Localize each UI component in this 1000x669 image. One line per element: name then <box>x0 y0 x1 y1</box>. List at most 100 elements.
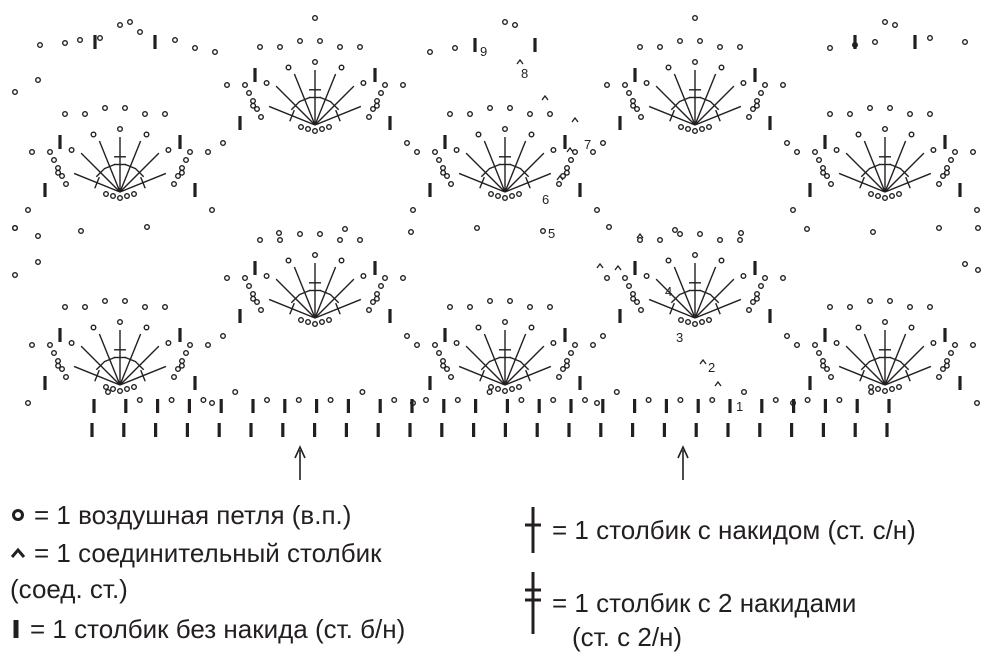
chain-stitch <box>141 304 148 311</box>
stitch-crossbar <box>479 369 485 382</box>
slip-stitch <box>614 264 622 271</box>
stitch-crossbar <box>709 100 720 111</box>
chain-stitch <box>410 206 417 213</box>
chain-stitch <box>414 342 421 349</box>
stitch-crossbar <box>103 163 116 170</box>
chain-stitch <box>467 110 474 117</box>
chain-stitch <box>936 374 943 381</box>
chain-stitch <box>699 125 706 132</box>
stitch-crossbar <box>124 356 137 363</box>
chain-stitch <box>622 275 629 282</box>
chain-stitch <box>337 44 344 51</box>
stitch-crossbar <box>860 167 871 178</box>
legend-slip-stitch-label-cont: (соед. ст.) <box>10 574 128 604</box>
bar-icon <box>13 620 19 638</box>
chain-stitch <box>820 164 827 171</box>
shell-motif <box>219 230 411 340</box>
chain-stitch <box>432 342 439 349</box>
chain-stitch <box>219 139 226 146</box>
stitch-crossbar <box>669 302 675 315</box>
chain-stitch <box>600 333 607 340</box>
chain-stitch <box>297 38 304 45</box>
chain-stitch <box>130 384 137 391</box>
chain-stitch <box>404 139 411 146</box>
chain-stitch <box>882 388 889 395</box>
chain-stitch <box>109 192 116 199</box>
stitch-crossbar <box>94 369 100 382</box>
chain-stitch <box>432 148 439 155</box>
chain-stitch <box>423 397 430 404</box>
chain-stitch <box>868 190 875 197</box>
chain-stitch <box>572 148 579 155</box>
chain-stitch <box>762 81 769 88</box>
chain-stitch <box>872 39 879 46</box>
chain-stitch <box>868 384 875 391</box>
chain-stitch <box>444 366 451 373</box>
chain-stitch <box>692 127 699 134</box>
chain-stitch <box>101 104 108 111</box>
stitch-crossbar <box>134 360 145 371</box>
chain-stitch <box>604 275 611 282</box>
chain-stitch <box>241 81 248 88</box>
chain-stitch <box>604 81 611 88</box>
chain-stitch <box>638 113 645 120</box>
chain-stitch <box>55 164 62 171</box>
chain-stitch <box>245 89 252 96</box>
chain-stitch <box>249 97 256 104</box>
chain-stitch <box>143 324 150 331</box>
chain-stitch <box>62 40 69 47</box>
stitch-crossbar <box>525 176 531 189</box>
chain-stitch <box>833 339 840 346</box>
chain-stitch <box>882 19 889 26</box>
chain-stitch <box>55 358 62 365</box>
chain-stitch <box>564 164 571 171</box>
chain-stitch <box>975 267 982 274</box>
chain-stitch <box>327 397 334 404</box>
chain-stitch <box>404 333 411 340</box>
stitch-crossbar <box>860 360 871 371</box>
chain-stitch <box>96 35 103 42</box>
slip-stitch <box>636 232 644 239</box>
chain-stitch <box>249 291 256 298</box>
stitch-crossbar <box>509 163 522 170</box>
stitch-crossbar <box>95 360 106 371</box>
chain-stitch <box>440 164 447 171</box>
chain-stitch <box>263 272 270 279</box>
chain-stitch <box>68 146 75 153</box>
chain-stitch <box>391 397 398 404</box>
chain-stitch <box>540 227 547 234</box>
chain-stitch <box>298 123 305 130</box>
chain-stitch <box>467 304 474 311</box>
chain-stitch <box>232 389 239 396</box>
legend-treble-crochet: = 1 столбик с 2 накидами <box>522 570 856 636</box>
chain-stitch <box>892 22 899 29</box>
chain-stitch <box>400 275 407 282</box>
stitch-crossbar <box>103 356 116 363</box>
chain-stitch <box>25 400 32 407</box>
row-number-label: 3 <box>676 330 683 345</box>
chain-stitch <box>223 275 230 282</box>
chain-stitch <box>359 389 366 396</box>
chain-stitch <box>509 386 516 393</box>
chain-stitch <box>116 194 123 201</box>
shell-motif <box>25 104 215 213</box>
chain-stitch <box>123 192 130 199</box>
chain-stitch <box>319 125 326 132</box>
chain-stitch <box>927 35 934 42</box>
chain-stitch <box>297 230 304 237</box>
chain-stitch <box>223 81 230 88</box>
chain-stitch <box>121 298 128 305</box>
chain-stitch <box>847 304 854 311</box>
chain-stitch <box>211 49 218 56</box>
chain-stitch <box>136 397 143 404</box>
chain-stitch <box>298 317 305 324</box>
chain-stitch <box>820 358 827 365</box>
chain-stitch <box>51 350 58 357</box>
stitch-crossbar <box>709 293 720 304</box>
chain-stitch <box>101 298 108 305</box>
chain-stitch <box>486 389 493 396</box>
chain-stitch <box>816 350 823 357</box>
chain-stitch <box>317 230 324 237</box>
chain-stitch <box>453 146 460 153</box>
chain-stitch <box>758 89 765 96</box>
